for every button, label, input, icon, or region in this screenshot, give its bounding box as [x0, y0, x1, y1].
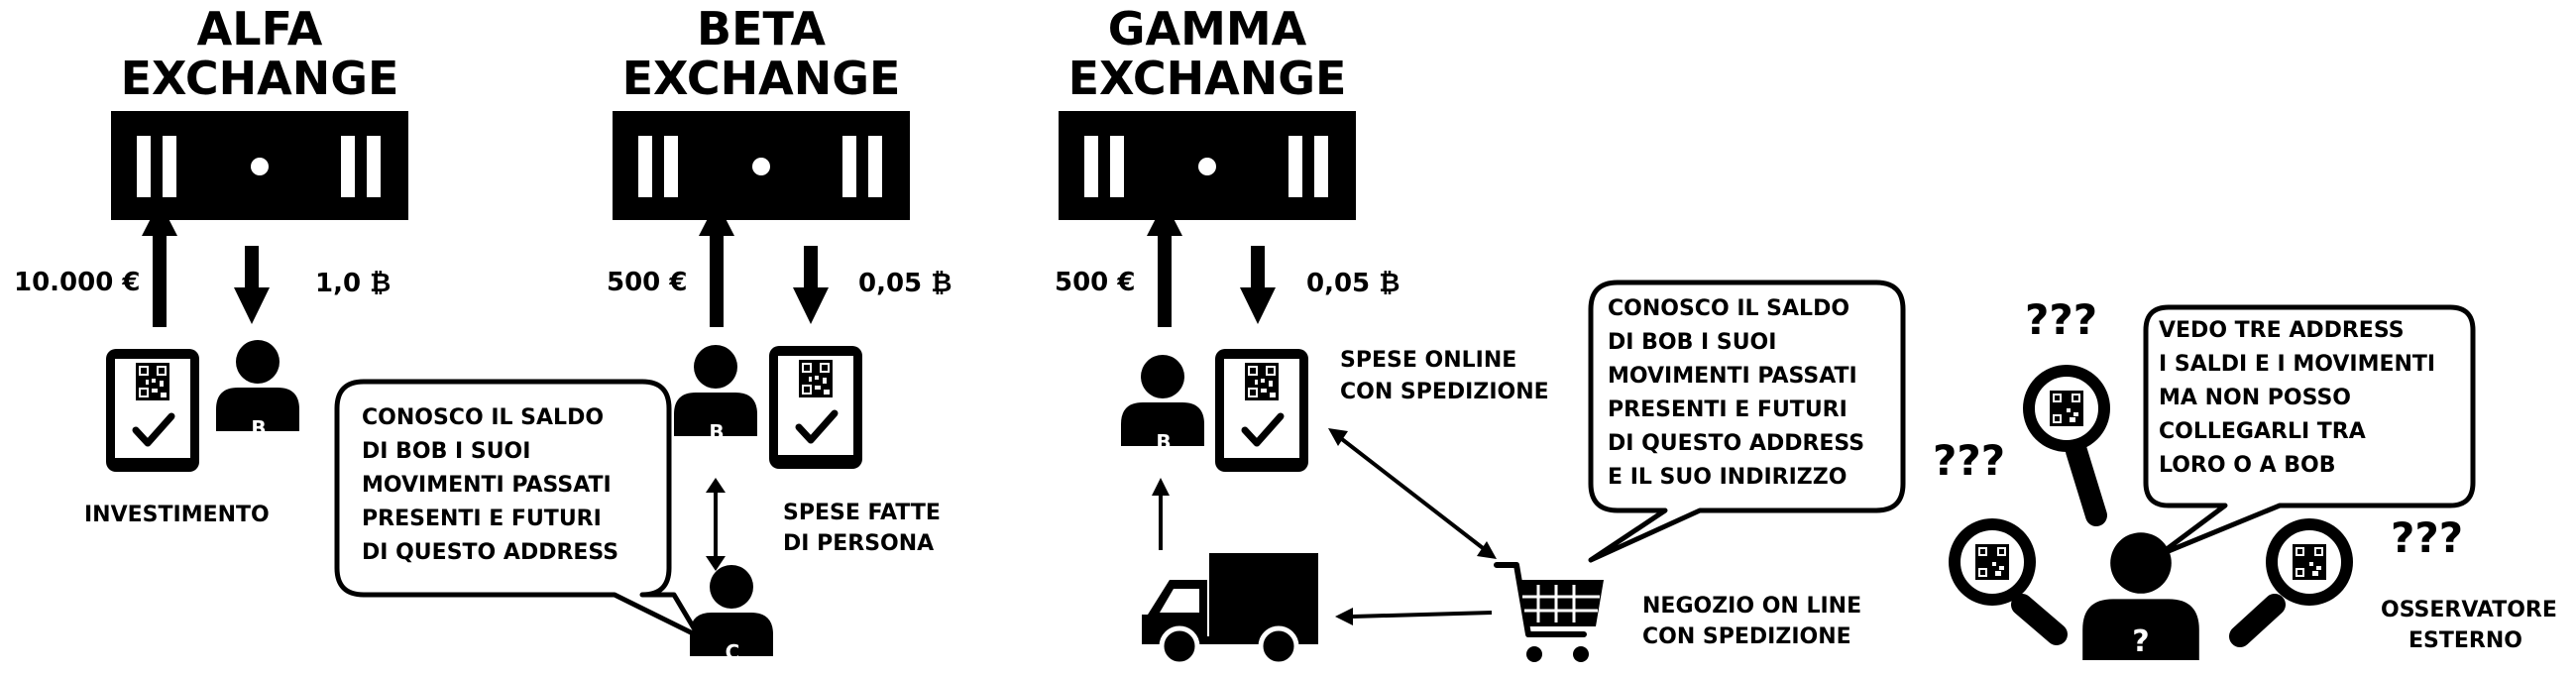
alfa-euro-amount: 10.000 € — [14, 268, 141, 297]
alfa-btc-amount: 1,0 ₿ — [315, 269, 392, 298]
gamma-exchange-server-icon — [1059, 111, 1356, 220]
shop-bubble-text: CONOSCO IL SALDO DI BOB I SUOI MOVIMENTI… — [1608, 292, 1864, 495]
alfa-wallet-phone-icon — [106, 349, 199, 472]
beta-exchange-server-icon — [613, 111, 910, 220]
gamma-euro-amount: 500 € — [1055, 268, 1136, 297]
bob-carol-double-arrow-icon — [706, 478, 726, 571]
beta-arrows — [699, 201, 829, 327]
shop-bubble-line: CONOSCO IL SALDO — [1608, 296, 1850, 321]
observer-bubble-line: MA NON POSSO — [2159, 386, 2351, 410]
carol-speech-bubble — [334, 379, 702, 639]
alfa-title-line2: EXCHANGE — [120, 52, 399, 105]
observer-bubble-line: COLLEGARLI TRA — [2159, 419, 2366, 444]
gamma-wallet-phone-icon — [1215, 349, 1308, 472]
alfa-down-arrow-icon — [234, 246, 270, 324]
beta-btc-amount: 0,05 ₿ — [858, 269, 952, 298]
carol-bubble-line: DI QUESTO ADDRESS — [362, 540, 619, 565]
alfa-arrows — [142, 201, 270, 327]
alfa-title-line1: ALFA — [196, 2, 323, 56]
observer-bubble-text: VEDO TRE ADDRESS I SALDI E I MOVIMENTI M… — [2159, 314, 2435, 483]
observer-speech-bubble — [2143, 304, 2476, 558]
gamma-down-arrow-icon — [1240, 246, 1276, 324]
magnifier-qr-icon — [2029, 371, 2104, 446]
osservatore-caption-2: ESTERNO — [2408, 628, 2522, 653]
carol-bubble-line: PRESENTI E FUTURI — [362, 507, 602, 531]
bob-letter-gamma: B — [1156, 430, 1172, 454]
question-marks-right: ??? — [2391, 513, 2464, 562]
alfa-exchange-title: ALFA EXCHANGE — [111, 4, 408, 103]
gamma-btc-amount: 0,05 ₿ — [1306, 269, 1400, 298]
gamma-title-line1: GAMMA — [1107, 2, 1307, 56]
gamma-exchange-title: GAMMA EXCHANGE — [1059, 4, 1356, 103]
observer-question-letter: ? — [2132, 624, 2150, 659]
observer-bubble-line: LORO O A BOB — [2159, 453, 2336, 478]
alfa-exchange-server-icon — [111, 111, 408, 220]
observer-bubble-line: I SALDI E I MOVIMENTI — [2159, 352, 2436, 377]
question-marks-top: ??? — [2025, 295, 2098, 344]
osservatore-caption-1: OSSERVATORE — [2381, 598, 2557, 622]
negozio-caption-2: CON SPEDIZIONE — [1642, 624, 1851, 649]
carol-bubble-text: CONOSCO IL SALDO DI BOB I SUOI MOVIMENTI… — [362, 401, 618, 570]
observer-bubble-line: VEDO TRE ADDRESS — [2159, 318, 2405, 343]
magnifier-qr-icon — [2272, 524, 2347, 600]
phone-shop-double-arrow-icon — [1328, 428, 1497, 559]
carol-bubble-line: CONOSCO IL SALDO — [362, 405, 605, 430]
shop-bubble-line: E IL SUO INDIRIZZO — [1608, 465, 1848, 490]
shop-bubble-line: MOVIMENTI PASSATI — [1608, 364, 1857, 389]
shop-speech-bubble — [1588, 280, 1906, 563]
spese-online-caption-1: SPESE ONLINE — [1340, 348, 1517, 373]
bob-letter-beta: B — [709, 420, 725, 444]
carol-letter: C — [725, 640, 740, 664]
beta-title-line2: EXCHANGE — [621, 52, 901, 105]
gamma-up-arrow-icon — [1147, 201, 1182, 327]
carol-bubble-line: DI BOB I SUOI — [362, 439, 531, 464]
shop-to-truck-arrow-icon — [1335, 608, 1493, 625]
beta-down-arrow-icon — [793, 246, 829, 324]
spese-persona-caption-1: SPESE FATTE — [783, 501, 941, 525]
beta-up-arrow-icon — [699, 201, 734, 327]
carol-bubble-line: MOVIMENTI PASSATI — [362, 473, 612, 498]
alfa-up-arrow-icon — [142, 201, 177, 327]
shop-bubble-line: DI BOB I SUOI — [1608, 330, 1777, 355]
magnifier-qr-icon — [1955, 524, 2030, 600]
bob-letter-alfa: B — [251, 416, 267, 440]
observer-magnifier-group — [1955, 371, 2347, 647]
delivery-truck-icon — [1142, 553, 1318, 667]
shop-bubble-line: PRESENTI E FUTURI — [1608, 397, 1848, 422]
shop-bubble-line: DI QUESTO ADDRESS — [1608, 431, 1865, 456]
truck-to-bob-arrow-icon — [1152, 478, 1170, 550]
spese-persona-caption-2: DI PERSONA — [783, 531, 935, 556]
gamma-arrows — [1147, 201, 1276, 327]
gamma-title-line2: EXCHANGE — [1067, 52, 1347, 105]
beta-euro-amount: 500 € — [607, 268, 688, 297]
beta-exchange-title: BETA EXCHANGE — [613, 4, 910, 103]
beta-wallet-phone-icon — [769, 346, 862, 469]
negozio-caption-1: NEGOZIO ON LINE — [1642, 594, 1862, 619]
spese-online-caption-2: CON SPEDIZIONE — [1340, 380, 1549, 404]
question-marks-left: ??? — [1933, 436, 2006, 485]
beta-title-line1: BETA — [697, 2, 826, 56]
shopping-cart-icon — [1494, 562, 1604, 662]
investimento-caption: INVESTIMENTO — [84, 503, 270, 527]
